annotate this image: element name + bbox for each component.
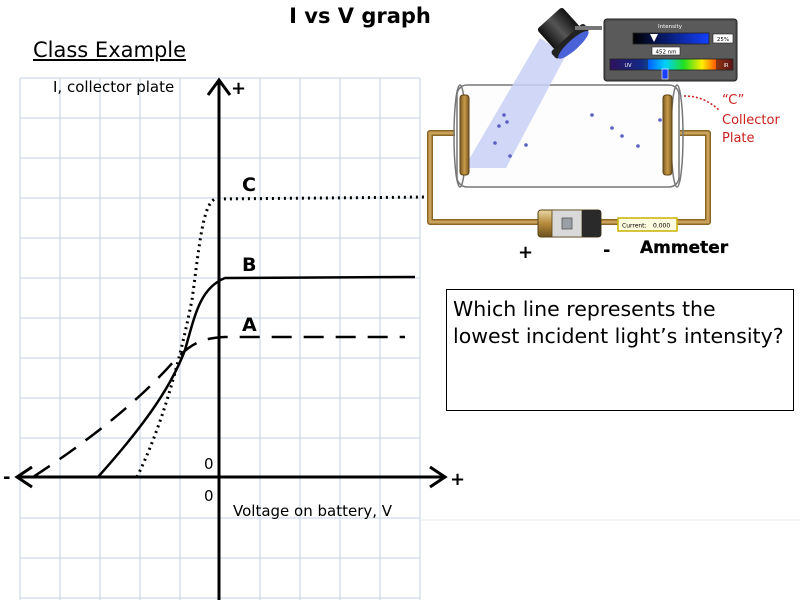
intensity-title: Intensity — [658, 24, 683, 30]
y-axis-label: I, collector plate — [53, 78, 174, 96]
ammeter-label: Ammeter — [640, 238, 729, 258]
collector-label-line1: Collector — [722, 113, 780, 128]
light-beam — [464, 38, 566, 168]
collector-plate — [662, 94, 673, 176]
ammeter-readout: Current: 0.000 — [617, 217, 678, 232]
intensity-slider-thumb[interactable] — [650, 34, 658, 42]
collector-pointer — [683, 95, 720, 111]
curve-c-dotted — [135, 195, 431, 478]
wavelength-slider-thumb[interactable] — [661, 68, 669, 80]
collector-label-line2: Plate — [722, 131, 755, 146]
x-axis-plus: + — [450, 469, 465, 490]
current-value: 0.000 — [653, 223, 670, 230]
intensity-slider[interactable] — [632, 32, 710, 45]
curve-label-c: C — [242, 174, 256, 196]
curve-a-dashed — [32, 335, 405, 479]
curve-label-a: A — [242, 314, 257, 336]
lamp — [537, 7, 589, 59]
collector-label-quote: “C” — [722, 93, 744, 108]
intensity-panel[interactable]: Intensity 25% 452 nm UV IR — [603, 18, 738, 82]
x-axis-minus: - — [3, 467, 10, 488]
curve-b-solid — [97, 275, 416, 478]
battery-plus: + — [518, 242, 533, 263]
spectrum-ir: IR — [724, 63, 729, 69]
curve-label-b: B — [242, 254, 256, 276]
x-axis — [14, 465, 448, 489]
emitter-plate — [459, 94, 470, 176]
page-title: I vs V graph — [289, 4, 431, 28]
spectrum-uv: UV — [624, 63, 632, 69]
x-axis-label: Voltage on battery, V — [233, 502, 393, 520]
y-axis-plus: + — [231, 78, 246, 99]
apparatus: Intensity 25% 452 nm UV IR “C” Collector… — [427, 7, 780, 263]
y-axis — [206, 77, 232, 600]
section-heading: Class Example — [33, 38, 187, 62]
electrons — [493, 113, 662, 158]
question-text: Which line represents the lowest inciden… — [453, 297, 784, 348]
intensity-percent: 25% — [717, 37, 729, 43]
wavelength-readout: 452 nm — [655, 50, 676, 56]
question-box: Which line represents the lowest inciden… — [446, 289, 794, 411]
origin-x-label: 0 — [204, 487, 214, 505]
battery-minus: - — [603, 240, 610, 261]
origin-y-label: 0 — [204, 455, 214, 473]
battery[interactable] — [537, 209, 602, 238]
current-label: Current: — [622, 223, 647, 230]
